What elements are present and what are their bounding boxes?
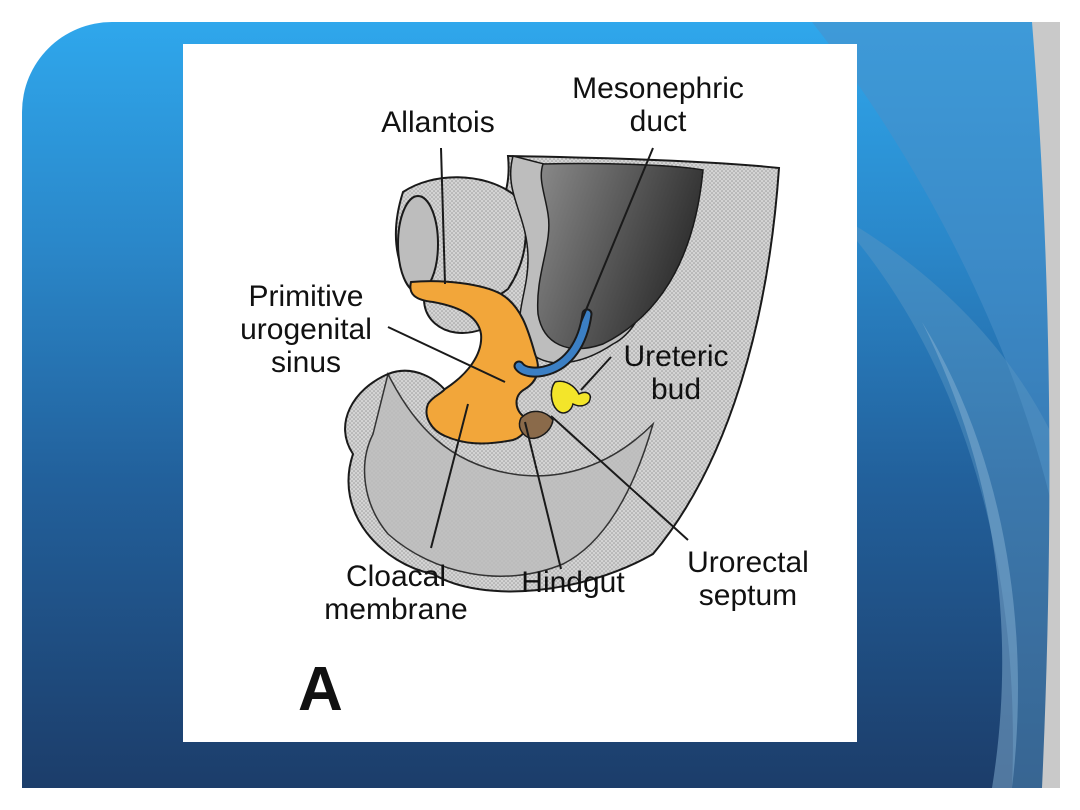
- slide-background: Mesonephric duct Allantois Primitive uro…: [22, 22, 1060, 788]
- label-ureteric-bud: Ureteric bud: [623, 340, 729, 406]
- label-mesonephric-duct: Mesonephric duct: [572, 72, 744, 138]
- panel-letter: A: [298, 655, 343, 724]
- urogenital-sinus-shape: [409, 280, 539, 445]
- decorative-curves: [812, 22, 1060, 788]
- ureteric-bud-shape: [550, 380, 591, 414]
- label-allantois: Allantois: [381, 106, 495, 139]
- label-urorectal-septum: Urorectal septum: [687, 546, 809, 612]
- leader-lines: [387, 147, 689, 570]
- embryo-illustration: [344, 147, 781, 593]
- coelomic-cavity: [536, 162, 704, 350]
- label-hindgut: Hindgut: [521, 566, 625, 599]
- label-cloacal-membrane: Cloacal membrane: [324, 560, 468, 626]
- label-primitive-urogenital-sinus: Primitive urogenital sinus: [240, 280, 372, 379]
- embryo-diagram: Mesonephric duct Allantois Primitive uro…: [183, 44, 857, 742]
